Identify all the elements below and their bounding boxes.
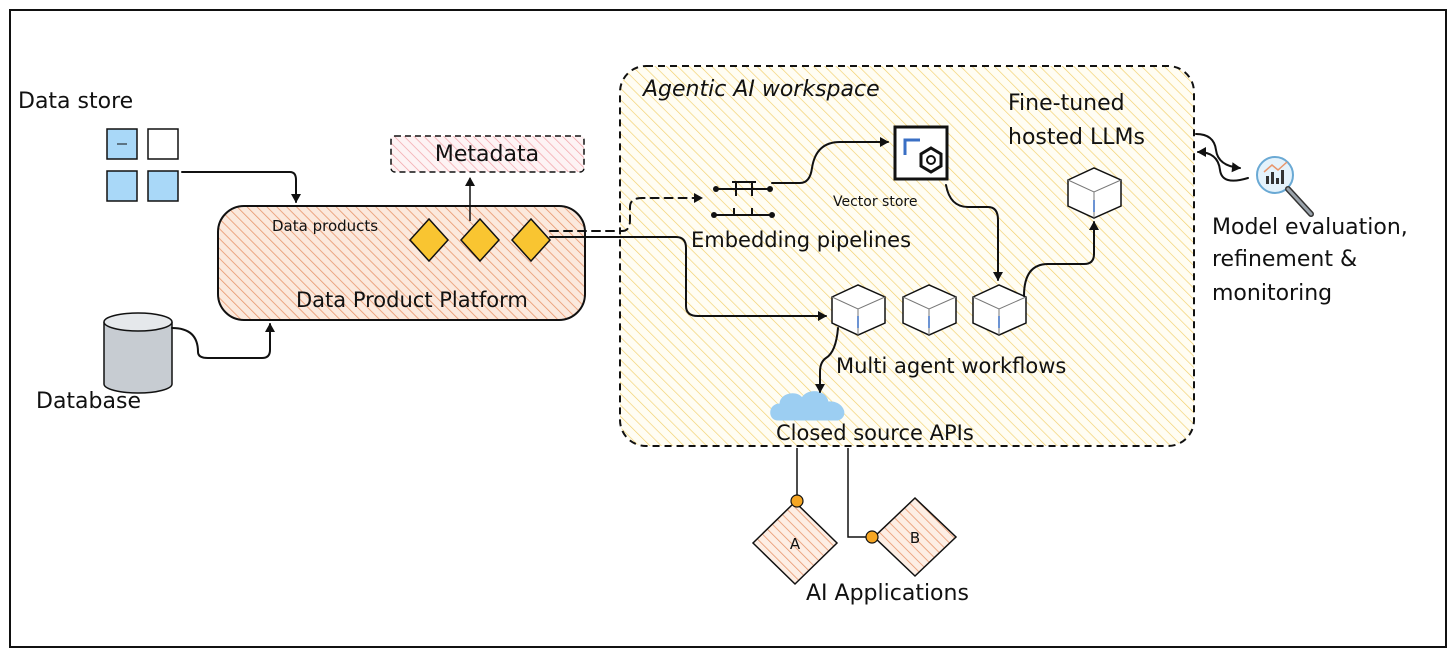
model-eval-line3: monitoring [1212,281,1332,306]
database-node: Database [36,312,173,414]
connector-database-platform [171,323,275,359]
app-a-label: A [790,535,801,553]
ai-applications-label: AI Applications [806,581,969,606]
data-products-label: Data products [272,217,378,235]
closed-source-label: Closed source APIs [776,421,974,445]
data-store-label: Data store [18,89,133,114]
embedding-pipelines-label: Embedding pipelines [691,228,911,252]
agent-cubes [831,284,1027,336]
data-product-diamond [510,217,552,263]
fine-tuned-llms-node: Fine-tuned hosted LLMs [1008,91,1145,219]
connector-dot [790,494,804,508]
connector-datastore-platform [181,171,301,203]
multi-agent-label: Multi agent workflows [836,354,1066,378]
data-product-diamond [459,217,501,263]
hosted-llms-label: hosted LLMs [1008,125,1145,150]
cube-icon [902,284,957,336]
database-label: Database [36,389,141,414]
connectors [171,133,1249,544]
app-b-label: B [910,529,920,547]
analytics-magnifier-icon [1256,156,1314,217]
connector-cube-cloud [815,327,839,393]
connector-finetuned-eval [1195,133,1241,173]
model-eval-line2: refinement & [1212,247,1357,272]
workspace-label: Agentic AI workspace [641,77,880,102]
connector-cloud-app-b [847,448,872,538]
embedding-pipelines-node: Embedding pipelines [691,181,911,252]
connector-cube-finetuned [1023,221,1099,297]
closed-source-node: Closed source APIs [770,391,974,445]
cube-icon [972,284,1027,336]
data-store-node: Data store [18,89,179,202]
ai-applications-node: A B AI Applications [751,496,969,606]
vector-db-icon [893,125,949,181]
connector-eval-finetuned [1197,147,1249,182]
fine-tuned-label: Fine-tuned [1008,91,1125,116]
platform-label: Data Product Platform [296,288,528,312]
data-product-diamonds [408,217,552,263]
connector-platform-agents [549,236,827,321]
connector-embedding-vectorstore [771,137,889,184]
app-a-diamond [751,500,839,586]
data-product-diamond [408,217,450,263]
model-eval-line1: Model evaluation, [1212,215,1408,240]
cloud-icon [770,391,845,421]
metadata-label: Metadata [435,142,539,167]
vector-store-label: Vector store [833,194,917,210]
connector-vectorstore-cube [945,184,1003,281]
app-b-diamond [872,496,958,578]
connector-dot [865,530,879,544]
connector-platform-embedding [549,193,703,232]
data-product-platform-node: Data products Data Product Platform [217,205,586,321]
model-eval-node: Model evaluation, refinement & monitorin… [1212,156,1408,306]
cylinder-icon [103,312,173,394]
outer-frame [9,9,1447,648]
cube-icon [831,284,886,336]
grid-icon [106,128,179,202]
metadata-node: Metadata [390,135,585,173]
workspace-region: Agentic AI workspace [619,65,1195,447]
cube-icon [1067,167,1122,219]
vector-store-node: Vector store [833,125,949,210]
pipeline-icon [711,181,775,218]
